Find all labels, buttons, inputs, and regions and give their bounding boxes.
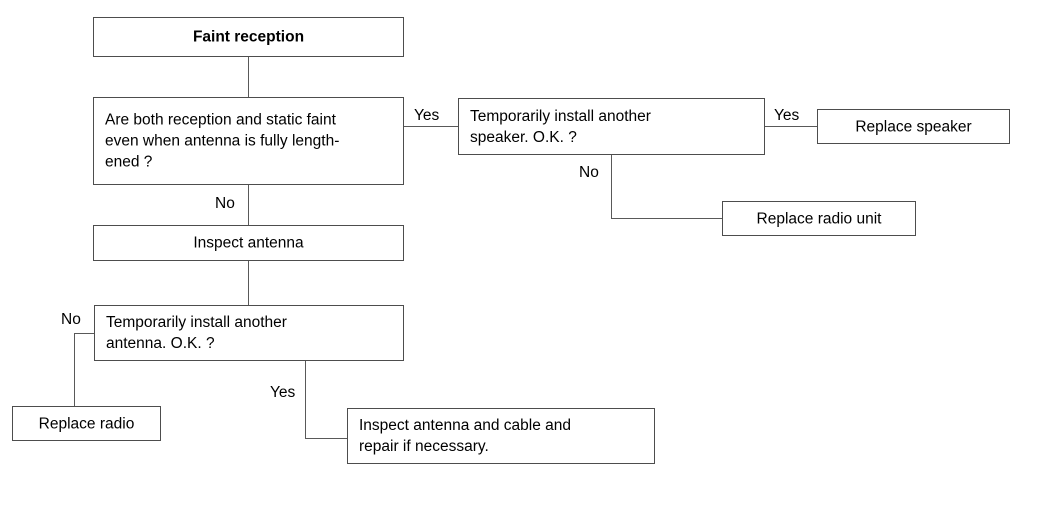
connector-antenna-yes-right — [305, 438, 347, 439]
edge-label-decision-to-inspect: No — [213, 195, 237, 212]
connector-decision-to-inspect — [248, 185, 249, 225]
edge-label-decision-to-speaker: Yes — [412, 107, 442, 124]
node-temp-antenna[interactable]: Temporarily install another antenna. O.K… — [94, 305, 404, 361]
connector-start-to-decision — [248, 57, 249, 97]
connector-inspect-to-temp-antenna — [248, 260, 249, 306]
node-decision-reception-static-label: Are both reception and static faint even… — [105, 111, 340, 171]
node-start-label: Faint reception — [192, 28, 305, 46]
node-inspect-antenna-label: Inspect antenna — [193, 234, 304, 252]
node-replace-radio[interactable]: Replace radio — [12, 406, 161, 441]
node-temp-speaker[interactable]: Temporarily install another speaker. O.K… — [458, 98, 765, 155]
edge-label-speaker-to-replace-speaker: Yes — [772, 107, 802, 124]
edge-label-speaker-to-replace-radio-unit: No — [577, 164, 601, 181]
edge-label-antenna-no: No — [59, 311, 83, 328]
node-temp-antenna-label: Temporarily install another antenna. O.K… — [106, 314, 287, 352]
connector-antenna-no-left — [74, 333, 94, 334]
node-inspect-antenna-cable-label: Inspect antenna and cable and repair if … — [359, 417, 572, 455]
node-replace-radio-unit-label: Replace radio unit — [756, 210, 882, 227]
node-decision-reception-static[interactable]: Are both reception and static faint even… — [93, 97, 404, 185]
node-replace-speaker[interactable]: Replace speaker — [817, 109, 1010, 144]
connector-speaker-to-radio-unit — [611, 218, 722, 219]
node-inspect-antenna-cable[interactable]: Inspect antenna and cable and repair if … — [347, 408, 655, 464]
connector-speaker-to-replace-speaker — [765, 126, 817, 127]
connector-decision-to-speaker — [404, 126, 458, 127]
connector-speaker-down — [611, 155, 612, 218]
node-temp-speaker-label: Temporarily install another speaker. O.K… — [470, 107, 651, 146]
connector-antenna-yes-down — [305, 360, 306, 438]
node-replace-radio-label: Replace radio — [38, 415, 135, 432]
node-inspect-antenna[interactable]: Inspect antenna — [93, 225, 404, 261]
edge-label-antenna-yes: Yes — [268, 384, 298, 401]
node-start[interactable]: Faint reception — [93, 17, 404, 57]
node-replace-speaker-label: Replace speaker — [855, 118, 972, 135]
connector-antenna-no-down — [74, 333, 75, 406]
node-replace-radio-unit[interactable]: Replace radio unit — [722, 201, 916, 236]
